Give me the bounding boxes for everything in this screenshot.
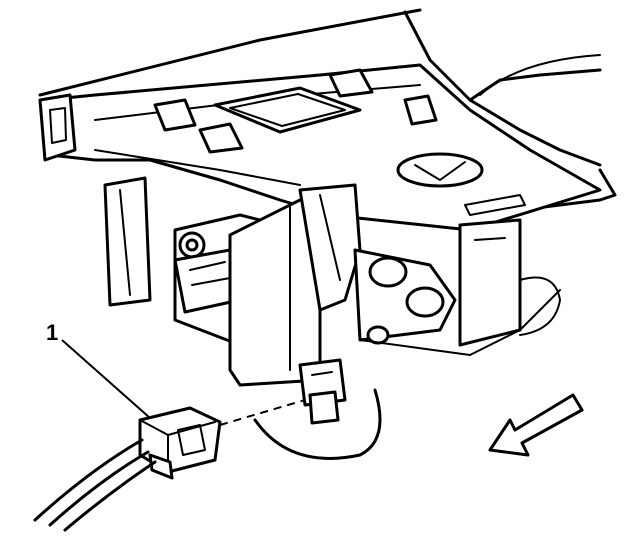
bracket-leg xyxy=(103,176,152,307)
alignment-line xyxy=(219,399,306,426)
upper-trim-panel xyxy=(38,8,617,212)
gear-mechanism xyxy=(298,183,561,356)
harness-wires xyxy=(33,438,157,532)
motor-block xyxy=(228,198,382,460)
mounting-plate xyxy=(38,63,602,232)
right-bracket xyxy=(458,218,561,347)
harness-connector xyxy=(138,406,222,480)
direction-arrow-icon xyxy=(488,393,584,457)
callout-1-label: 1 xyxy=(46,320,58,345)
connector-socket xyxy=(298,358,347,425)
callout-1: 1 xyxy=(46,320,151,419)
